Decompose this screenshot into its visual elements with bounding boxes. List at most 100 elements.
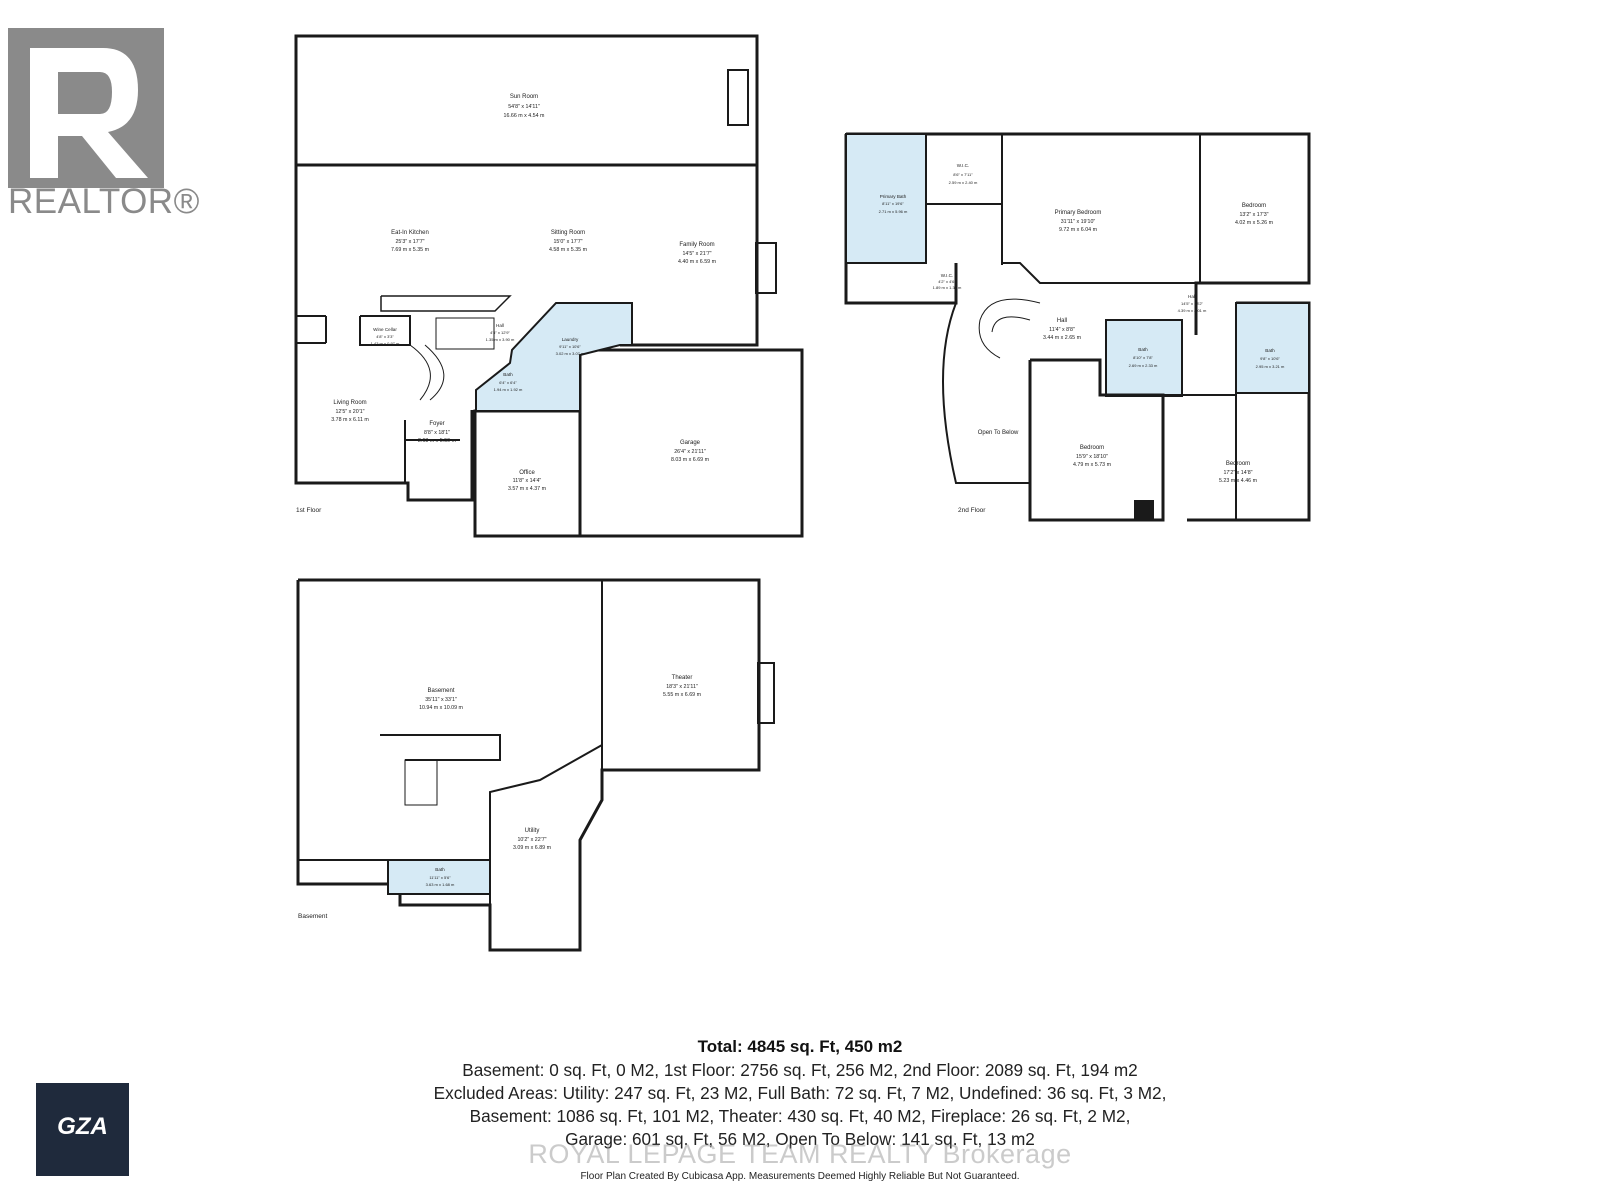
svg-text:4.02 m x 5.26 m: 4.02 m x 5.26 m: [1235, 220, 1274, 226]
room-eat-in-kitchen: Eat-In Kitchen 25'3" x 17'7" 7.69 m x 5.…: [391, 230, 430, 253]
svg-text:Bedroom: Bedroom: [1226, 461, 1250, 467]
room-primary-bedroom: Primary Bedroom 31'11" x 19'10" 9.72 m x…: [1055, 210, 1102, 233]
svg-text:3.78 m x 6.11 m: 3.78 m x 6.11 m: [331, 417, 369, 423]
svg-text:Garage: Garage: [680, 440, 701, 446]
gza-logo: GZA: [36, 1083, 129, 1176]
room-bedroom-s2: Bedroom 17'2" x 14'8" 5.23 m x 4.46 m: [1219, 461, 1258, 484]
svg-text:15'9" x 18'10": 15'9" x 18'10": [1076, 454, 1108, 460]
room-wine-cellar: Wine Cellar 4'8" x 3'3" 1.43 m x 0.97 m: [371, 327, 400, 346]
room-laundry: Laundry 9'11" x 10'6" 3.02 m x 3.07 m: [556, 337, 585, 356]
svg-text:10.94 m x 10.09 m: 10.94 m x 10.09 m: [419, 705, 463, 711]
svg-text:Bath: Bath: [435, 867, 445, 872]
svg-text:4'8" x 3'3": 4'8" x 3'3": [376, 334, 394, 339]
svg-text:15'0" x 17'7": 15'0" x 17'7": [553, 239, 582, 245]
svg-text:Hall: Hall: [1057, 318, 1067, 324]
svg-text:4'2" x 4'6": 4'2" x 4'6": [938, 279, 956, 284]
svg-text:3.02 m x 3.07 m: 3.02 m x 3.07 m: [556, 351, 585, 356]
room-primary-bath: Primary Bath 8'11" x 19'6" 2.71 m x 5.96…: [879, 194, 908, 214]
svg-text:Bath: Bath: [1138, 347, 1148, 352]
svg-text:4.39 m x 4.01 m: 4.39 m x 4.01 m: [1178, 308, 1207, 313]
svg-text:3.09 m x 6.89 m: 3.09 m x 6.89 m: [513, 845, 552, 851]
svg-text:17'2" x 14'8": 17'2" x 14'8": [1223, 470, 1252, 476]
room-sun-room: Sun Room 54'8" x 14'11" 16.66 m x 4.54 m: [504, 94, 546, 119]
svg-text:8'6" x 7'11": 8'6" x 7'11": [953, 172, 973, 177]
svg-text:Laundry: Laundry: [562, 337, 579, 342]
svg-text:Utility: Utility: [525, 828, 540, 834]
svg-text:11'4" x 8'8": 11'4" x 8'8": [1049, 327, 1075, 333]
floor-plan: Sun Room 54'8" x 14'11" 16.66 m x 4.54 m…: [294, 34, 1311, 952]
svg-text:Open To Below: Open To Below: [978, 430, 1019, 436]
svg-text:8.03 m x 6.69 m: 8.03 m x 6.69 m: [671, 457, 710, 463]
svg-text:Bath: Bath: [503, 372, 513, 377]
room-bath-1: Bath 6'4" x 6'4" 1.94 m x 1.92 m: [494, 372, 523, 392]
room-bedroom-s1: Bedroom 15'9" x 18'10" 4.79 m x 5.73 m: [1073, 445, 1112, 468]
svg-text:4.40 m x 6.59 m: 4.40 m x 6.59 m: [678, 259, 717, 265]
svg-text:3.63 m x 1.68 m: 3.63 m x 1.68 m: [426, 882, 455, 887]
svg-text:Bath: Bath: [1265, 348, 1275, 353]
room-open-to-below: Open To Below: [978, 430, 1019, 436]
svg-text:13'2" x 17'3": 13'2" x 17'3": [1239, 212, 1268, 218]
svg-text:Bedroom: Bedroom: [1242, 203, 1266, 209]
room-garage: Garage 26'4" x 21'11" 8.03 m x 6.69 m: [671, 440, 710, 463]
svg-text:2.71 m x 5.96 m: 2.71 m x 5.96 m: [879, 209, 908, 214]
svg-text:5.55 m x 6.69 m: 5.55 m x 6.69 m: [663, 692, 702, 698]
svg-text:1.89 m x 1.37 m: 1.89 m x 1.37 m: [933, 285, 962, 290]
room-bath-basement: Bath 11'11" x 5'6" 3.63 m x 1.68 m: [426, 867, 455, 887]
svg-text:8'11" x 19'6": 8'11" x 19'6": [882, 201, 904, 206]
svg-text:11'11" x 5'6": 11'11" x 5'6": [429, 875, 451, 880]
svg-text:Primary Bedroom: Primary Bedroom: [1055, 210, 1102, 216]
svg-text:Living Room: Living Room: [333, 400, 366, 406]
svg-text:9.72 m x 6.04 m: 9.72 m x 6.04 m: [1059, 227, 1098, 233]
svg-text:54'8" x 14'11": 54'8" x 14'11": [508, 104, 540, 110]
svg-text:5.23 m x 4.46 m: 5.23 m x 4.46 m: [1219, 478, 1258, 484]
svg-text:Sun Room: Sun Room: [510, 94, 538, 100]
total-area: Total: 4845 sq. Ft, 450 m2: [697, 1037, 903, 1056]
gza-logo-text: GZA: [57, 1113, 108, 1140]
room-living-room: Living Room 12'5" x 20'1" 3.78 m x 6.11 …: [331, 400, 369, 423]
svg-text:2.59 m x 2.40 m: 2.59 m x 2.40 m: [949, 180, 978, 185]
svg-text:Sitting Room: Sitting Room: [551, 230, 585, 236]
svg-text:6'4" x 6'4": 6'4" x 6'4": [499, 380, 517, 385]
svg-text:14'5" x 13'2": 14'5" x 13'2": [1181, 301, 1204, 306]
room-wic-1: W.I.C. 8'6" x 7'11" 2.59 m x 2.40 m: [949, 163, 978, 185]
svg-text:Primary Bath: Primary Bath: [880, 194, 907, 199]
room-bath-2a: Bath 8'10" x 7'8" 2.69 m x 2.33 m: [1129, 347, 1158, 368]
svg-text:4.58 m x 5.35 m: 4.58 m x 5.35 m: [549, 247, 588, 253]
svg-text:2.69 m x 2.33 m: 2.69 m x 2.33 m: [1129, 363, 1158, 368]
area-summary-line-1: Basement: 0 sq. Ft, 0 M2, 1st Floor: 275…: [462, 1060, 1138, 1080]
floor-label-second: 2nd Floor: [958, 507, 986, 514]
room-office: Office 11'8" x 14'4" 3.57 m x 4.37 m: [508, 470, 547, 492]
room-basement: Basement 35'11" x 33'1" 10.94 m x 10.09 …: [419, 688, 463, 711]
room-foyer: Foyer 8'8" x 18'1" 2.63 m x 5.50 m: [418, 421, 457, 444]
svg-text:14'5" x 21'7": 14'5" x 21'7": [682, 251, 711, 257]
room-hall-2b: Hall 14'5" x 13'2" 4.39 m x 4.01 m: [1178, 294, 1207, 313]
floor-label-first: 1st Floor: [296, 507, 322, 514]
svg-text:W.I.C.: W.I.C.: [957, 163, 970, 168]
svg-text:8'10" x 7'8": 8'10" x 7'8": [1133, 355, 1153, 360]
realtor-logo: [8, 28, 164, 188]
svg-text:25'3" x 17'7": 25'3" x 17'7": [395, 239, 424, 245]
svg-text:1.43 m x 0.97 m: 1.43 m x 0.97 m: [371, 341, 400, 346]
svg-text:35'11" x 33'1": 35'11" x 33'1": [425, 697, 457, 703]
svg-text:1.94 m x 1.92 m: 1.94 m x 1.92 m: [494, 387, 523, 392]
svg-text:4.79 m x 5.73 m: 4.79 m x 5.73 m: [1073, 462, 1112, 468]
svg-text:Office: Office: [519, 470, 535, 476]
room-hall-1: Hall 4'5" x 12'9" 1.35 m x 3.90 m: [486, 323, 515, 342]
svg-text:11'8" x 14'4": 11'8" x 14'4": [513, 478, 542, 484]
sun-room-walls: [294, 34, 759, 167]
svg-text:Basement: Basement: [427, 688, 454, 694]
svg-text:31'11" x 19'10": 31'11" x 19'10": [1061, 219, 1096, 225]
room-bath-2b: Bath 9'8" x 10'6" 2.95 m x 3.21 m: [1256, 348, 1285, 369]
svg-text:9'11" x 10'6": 9'11" x 10'6": [559, 344, 581, 349]
svg-text:26'4" x 21'11": 26'4" x 21'11": [674, 449, 706, 455]
room-utility: Utility 10'2" x 22'7" 3.09 m x 6.89 m: [513, 828, 552, 851]
svg-text:Theater: Theater: [672, 675, 693, 681]
svg-text:3.44 m x 2.65 m: 3.44 m x 2.65 m: [1043, 335, 1082, 341]
svg-text:W.I.C.: W.I.C.: [941, 273, 954, 278]
room-wic-2: W.I.C. 4'2" x 4'6" 1.89 m x 1.37 m: [933, 273, 962, 290]
walls: [294, 34, 1311, 952]
floor-plan-credit: Floor Plan Created By Cubicasa App. Meas…: [580, 1171, 1020, 1182]
svg-text:18'3" x 21'11": 18'3" x 21'11": [666, 684, 698, 690]
room-sitting-room: Sitting Room 15'0" x 17'7" 4.58 m x 5.35…: [549, 230, 588, 253]
svg-text:8'8" x 18'1": 8'8" x 18'1": [424, 430, 450, 436]
